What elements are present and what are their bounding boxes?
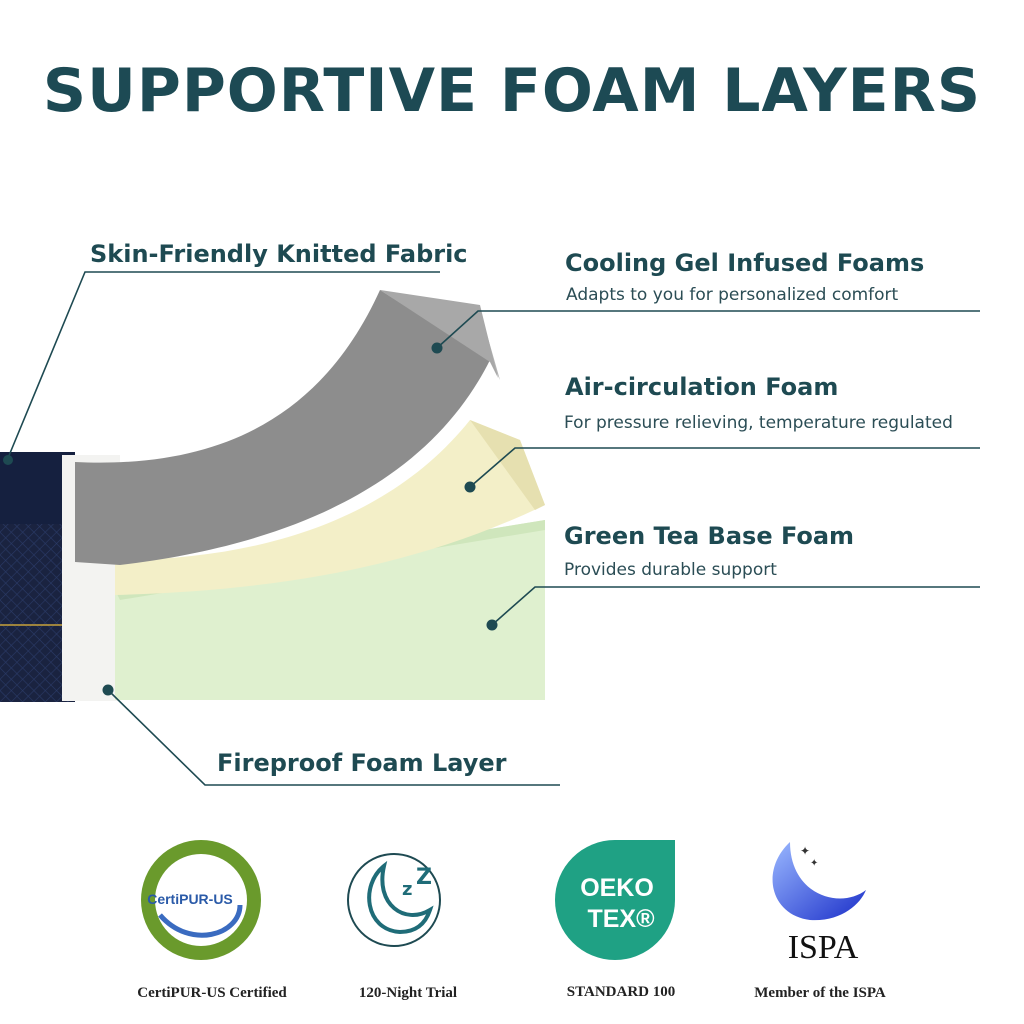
- label-cooling-gel: Cooling Gel Infused Foams: [565, 249, 925, 277]
- certipur-logo: CertiPUR-US: [141, 840, 261, 960]
- svg-text:✦: ✦: [800, 844, 810, 858]
- svg-text:CertiPUR-US: CertiPUR-US: [147, 891, 233, 907]
- sleep-trial-logo: z Z: [347, 853, 441, 947]
- svg-text:z: z: [402, 879, 412, 900]
- svg-text:✦: ✦: [810, 858, 818, 869]
- svg-text:TEX®: TEX®: [587, 905, 655, 933]
- green-tea-base-foam: [115, 520, 545, 700]
- air-circulation-foam: [115, 420, 545, 595]
- svg-text:Z: Z: [416, 865, 432, 890]
- desc-air-circulation: For pressure relieving, temperature regu…: [564, 413, 953, 433]
- caption-oeko: STANDARD 100: [566, 984, 676, 1000]
- page-title: SUPPORTIVE FOAM LAYERS: [42, 56, 982, 126]
- svg-text:OEKO: OEKO: [580, 874, 654, 902]
- label-air-circulation: Air-circulation Foam: [565, 373, 839, 401]
- caption-certipur: CertiPUR-US Certified: [137, 985, 287, 1001]
- desc-cooling-gel: Adapts to you for personalized comfort: [566, 285, 899, 305]
- label-knitted-fabric: Skin-Friendly Knitted Fabric: [90, 240, 468, 268]
- svg-text:ISPA: ISPA: [788, 929, 859, 966]
- oeko-tex-logo: OEKO TEX®: [555, 840, 675, 960]
- ispa-logo: ✦ ✦ ISPA: [772, 842, 866, 966]
- label-green-tea: Green Tea Base Foam: [564, 522, 855, 550]
- cooling-gel-foam: [75, 290, 490, 565]
- label-fireproof: Fireproof Foam Layer: [217, 749, 507, 777]
- caption-trial: 120-Night Trial: [358, 985, 458, 1001]
- caption-ispa: Member of the ISPA: [754, 985, 886, 1001]
- desc-green-tea: Provides durable support: [564, 560, 777, 580]
